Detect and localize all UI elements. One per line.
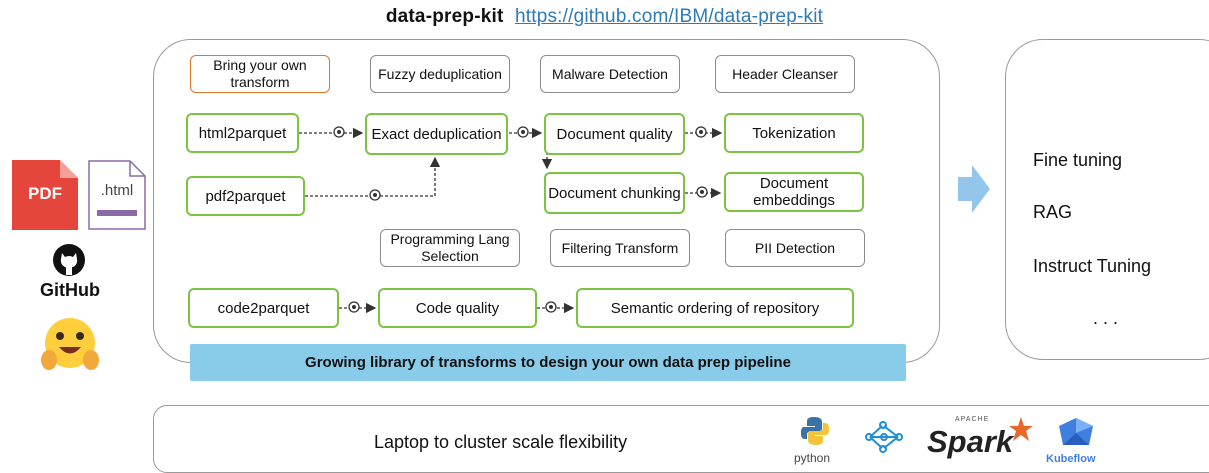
library-banner: Growing library of transforms to design … [190,344,906,381]
html-file-icon: .html [88,160,146,230]
pdf-file-icon: PDF [12,160,78,230]
use-case-rag: RAG [1033,202,1073,222]
use-cases-panel [1005,39,1209,360]
transform-header-cleanser[interactable]: Header Cleanser [715,55,855,93]
transform-filtering[interactable]: Filtering Transform [550,229,690,267]
spark-small-label: APACHE [955,416,990,423]
python-icon [800,416,830,446]
transform-exact-dedup[interactable]: Exact deduplication [365,113,508,155]
use-case-fine-tuning: Fine tuning [1033,150,1123,170]
python-label: python [794,451,831,465]
transform-document-quality[interactable]: Document quality [544,113,685,155]
workflow-graph-icon [864,420,904,454]
repo-link[interactable]: https://github.com/IBM/data-prep-kit [514,6,824,27]
use-case-instruct-tuning: Instruct Tuning [1033,256,1152,276]
github-icon [52,243,86,277]
transform-pii-detection[interactable]: PII Detection [725,229,865,267]
kubeflow-label: Kubeflow [1046,453,1096,465]
transform-fuzzy-dedup[interactable]: Fuzzy deduplication [370,55,510,93]
use-case-more: . . . [1093,308,1119,328]
spark-star-icon [1008,416,1034,442]
right-arrow-icon [958,165,990,213]
transform-document-embeddings[interactable]: Document embeddings [724,172,864,212]
transform-pdf2parquet[interactable]: pdf2parquet [186,176,305,216]
hugging-face-icon [40,316,100,374]
transform-malware-detection[interactable]: Malware Detection [540,55,680,93]
transform-tokenization[interactable]: Tokenization [724,113,864,153]
transform-code2parquet[interactable]: code2parquet [188,288,339,328]
transform-programming-lang[interactable]: Programming Lang Selection [380,229,520,267]
spark-label: Spark [927,424,1014,459]
title-text: data-prep-kit [385,6,504,27]
html-label: .html [100,182,134,199]
page-title: data-prep-kit https://github.com/IBM/dat… [0,6,1209,28]
scale-panel [153,405,1209,473]
transform-html2parquet[interactable]: html2parquet [186,113,299,153]
transform-code-quality[interactable]: Code quality [378,288,537,328]
transform-bring-your-own[interactable]: Bring your own transform [190,55,330,93]
kubeflow-icon [1056,417,1096,449]
pdf-label: PDF [28,184,62,203]
github-label: GitHub [40,280,100,300]
transform-document-chunking[interactable]: Document chunking [544,172,685,214]
scale-text: Laptop to cluster scale flexibility [374,432,628,452]
transform-semantic-ordering[interactable]: Semantic ordering of repository [576,288,854,328]
